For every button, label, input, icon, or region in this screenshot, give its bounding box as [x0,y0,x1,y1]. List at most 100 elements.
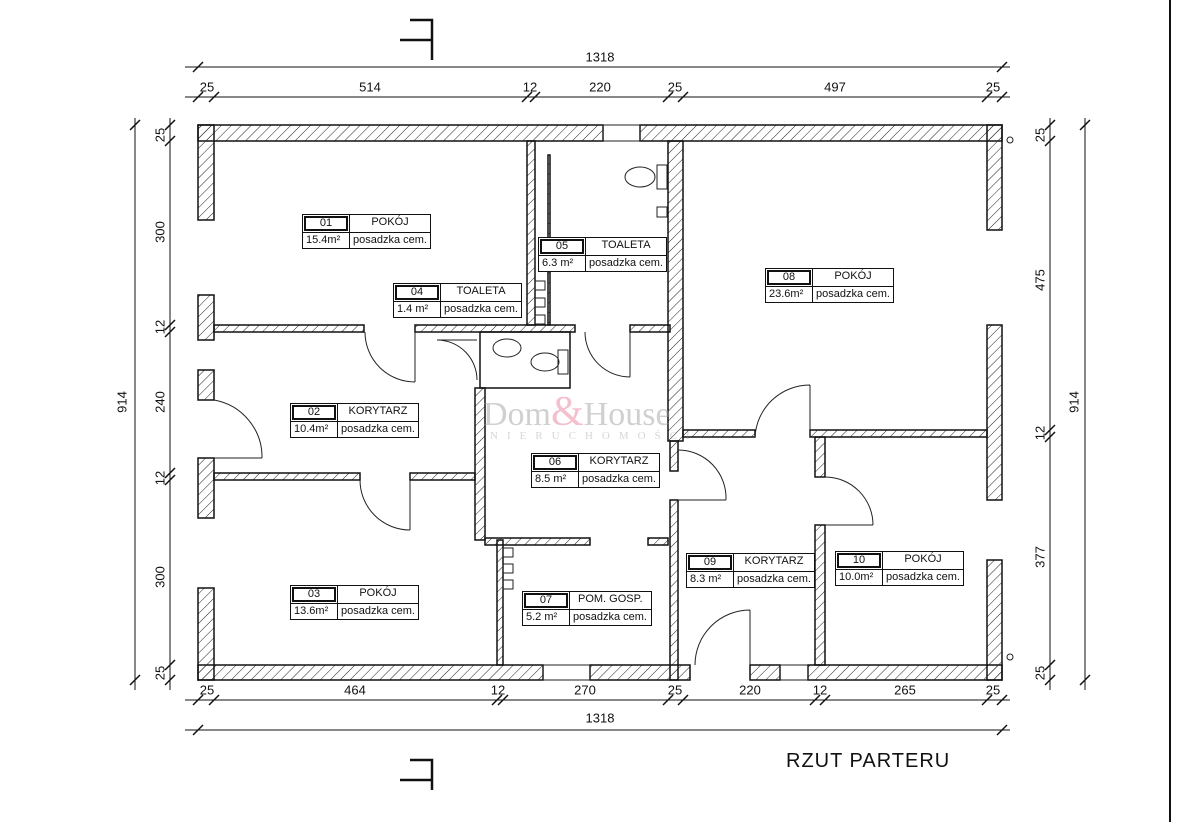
dimension-tick [996,61,1008,73]
doors-and-fixtures [213,124,1014,681]
room-area: 23.6m² [766,286,812,302]
dimension-label: 25 [199,79,215,95]
dimension-label: 25 [1032,127,1048,143]
dimension-tick [164,474,176,486]
dimension-label: 914 [1066,391,1082,413]
room-area: 15.4m² [303,232,349,248]
room-floor: posadzka cem. [349,232,430,248]
room-name: POM. GOSP. [569,592,651,609]
watermark-logo: Dom&House [483,388,671,436]
room-num: 02 [292,405,336,420]
dimension-label: 12 [522,79,538,95]
room-area: 8.5 m² [532,471,578,487]
room-name: POKÓJ [882,552,963,569]
dimension-label: 265 [894,682,916,698]
dimension-lines [134,0,1171,822]
dimension-label: 1318 [585,49,615,65]
dimension-tick [662,694,674,706]
dimension-tick [164,467,176,479]
dimension-label: 300 [152,221,168,243]
dimension-label: 220 [739,682,761,698]
room-name: KORYTARZ [337,404,418,421]
dimension-tick [1079,674,1091,686]
watermark-subtitle: NIERUCHOMOŚCI [490,430,699,442]
dimension-label: 25 [1032,665,1048,681]
dimension-label: 914 [114,391,130,413]
room-name: POKÓJ [337,586,418,603]
dimension-label: 12 [812,682,828,698]
dimension-tick [208,694,220,706]
dimension-tick [529,91,541,103]
room-num: 06 [533,455,577,470]
room-floor: posadzka cem. [812,286,893,302]
room-num: 03 [292,587,336,602]
dimension-label: 25 [985,682,1001,698]
dimension-label: 514 [359,79,381,95]
dimension-tick [164,674,176,686]
dimension-tick [1044,674,1056,686]
dimension-tick [208,91,220,103]
room-name: TOALETA [440,284,521,301]
dimension-tick [1044,431,1056,443]
dimension-tick [809,694,821,706]
watermark-text: Dom [483,396,551,433]
room-num: 07 [524,593,568,608]
dimension-label: 25 [667,79,683,95]
room-area: 1.4 m² [394,301,440,317]
room-name: POKÓJ [349,215,430,232]
room-num: 09 [688,555,732,570]
room-num: 10 [837,553,881,568]
room-floor: posadzka cem. [569,609,651,625]
dimension-label: 25 [667,682,683,698]
dimension-tick [164,659,176,671]
dimension-tick [996,91,1008,103]
room-area: 6.3 m² [539,255,585,271]
dimension-label: 300 [152,566,168,588]
dimension-label: 12 [1032,425,1048,441]
watermark-text: House [583,396,671,433]
dimension-tick [521,91,533,103]
dimension-label: 25 [152,127,168,143]
room-floor: posadzka cem. [585,255,666,271]
room-floor: posadzka cem. [733,571,814,587]
dimension-tick [981,694,993,706]
room-area: 10.4m² [291,421,337,437]
dimension-tick [996,724,1008,736]
room-name: TOALETA [585,238,666,255]
dimension-label: 12 [152,470,168,486]
room-name: KORYTARZ [578,454,659,471]
room-num: 05 [540,239,584,254]
room-num: 08 [767,270,811,285]
dimension-tick [819,694,831,706]
dimension-tick [129,119,141,131]
dimension-tick [981,91,993,103]
dimension-tick [996,694,1008,706]
room-name: KORYTARZ [733,554,814,571]
dimension-tick [192,91,204,103]
dimension-label: 1318 [585,710,615,726]
watermark-amp: & [551,389,584,435]
dimension-tick [677,694,689,706]
room-floor: posadzka cem. [337,421,418,437]
dimension-tick [164,319,176,331]
room-floor: posadzka cem. [337,603,418,619]
dimension-label: 240 [152,391,168,413]
room-area: 13.6m² [291,603,337,619]
dimension-label: 25 [199,682,215,698]
room-num: 04 [395,285,439,300]
room-area: 8.3 m² [687,571,733,587]
dimension-label: 475 [1032,269,1048,291]
walls [197,124,1003,681]
dimension-tick [129,674,141,686]
dimension-tick [677,91,689,103]
